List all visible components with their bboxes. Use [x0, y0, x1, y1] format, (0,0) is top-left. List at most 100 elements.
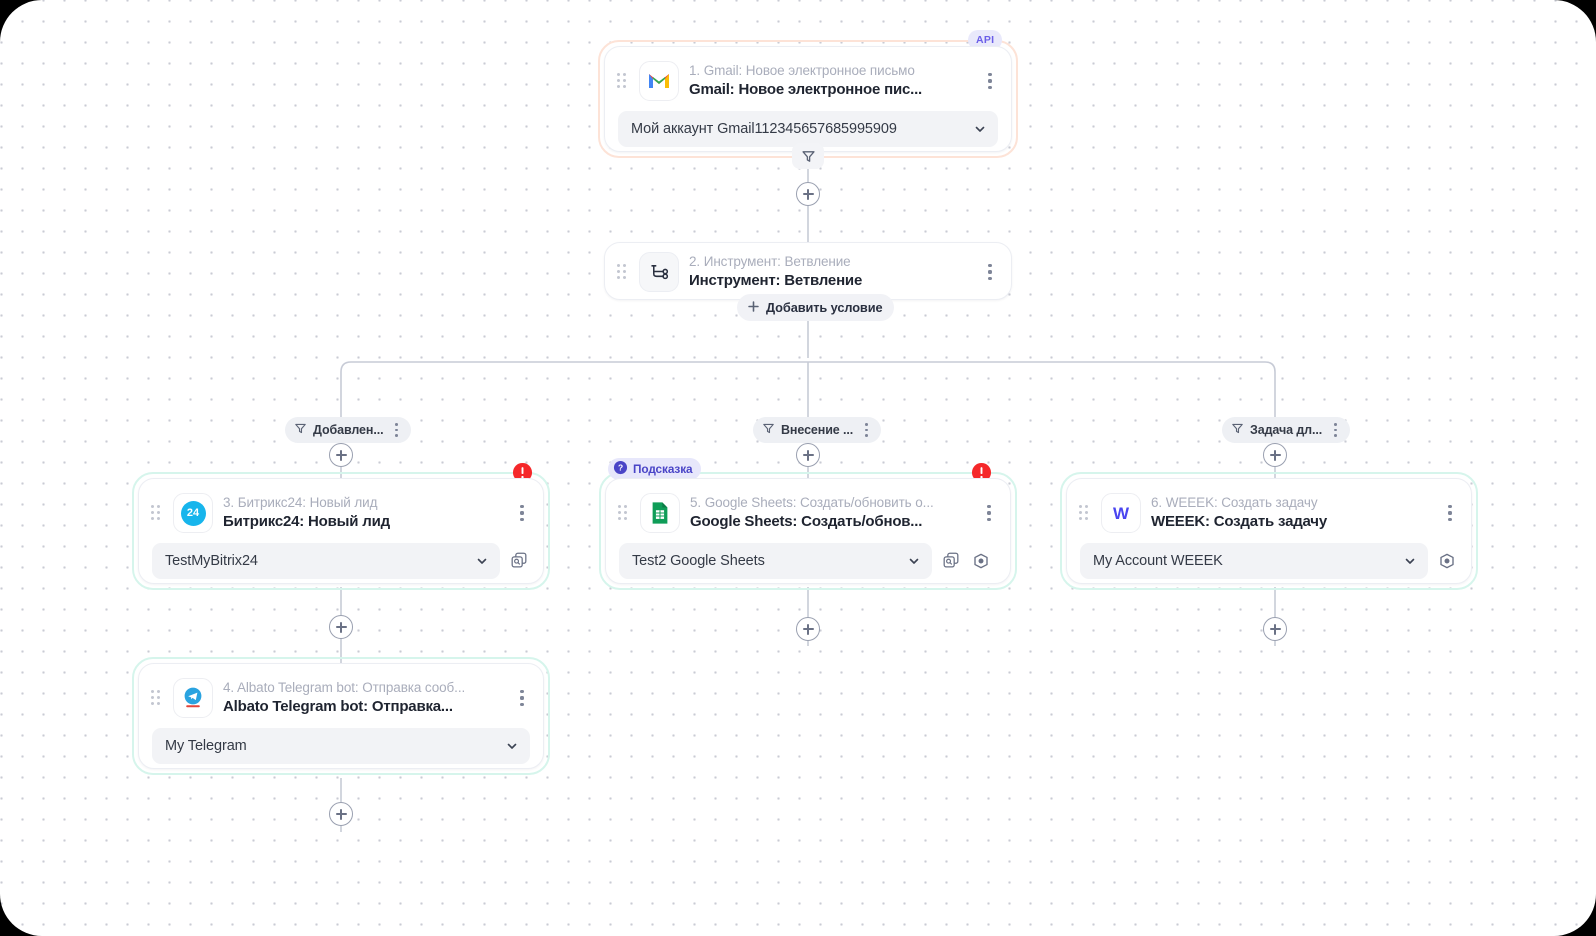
drag-handle-icon[interactable] — [151, 690, 163, 706]
node-menu-icon[interactable] — [511, 686, 533, 710]
svg-text:W: W — [1113, 504, 1130, 523]
branch-chip-right[interactable]: Задача дл... — [1222, 417, 1351, 443]
chevron-down-icon — [505, 739, 519, 753]
branch-menu-icon[interactable] — [1328, 422, 1342, 438]
account-value: My Telegram — [165, 738, 247, 754]
node-footer: My Telegram — [139, 728, 543, 777]
node-titles: 5. Google Sheets: Создать/обновить о... … — [690, 494, 968, 532]
node-header: 5. Google Sheets: Создать/обновить о... … — [606, 479, 1010, 543]
filter-icon — [801, 150, 815, 162]
add-step-button-after-telegram[interactable] — [329, 802, 353, 826]
node-telegram[interactable]: 4. Albato Telegram bot: Отправка сооб...… — [138, 663, 544, 769]
node-google-sheets[interactable]: 5. Google Sheets: Создать/обновить о... … — [605, 478, 1011, 584]
svg-text:?: ? — [618, 463, 623, 473]
chevron-down-icon — [1403, 554, 1417, 568]
drag-handle-icon[interactable] — [617, 264, 629, 280]
drag-handle-icon[interactable] — [617, 73, 629, 89]
node-header: 24 3. Битрикс24: Новый лид Битрикс24: Но… — [139, 479, 543, 543]
drag-handle-icon[interactable] — [151, 505, 163, 521]
account-select-telegram[interactable]: My Telegram — [152, 728, 530, 764]
node-title: Инструмент: Ветвление — [689, 272, 863, 289]
node-titles: 2. Инструмент: Ветвление Инструмент: Вет… — [689, 253, 969, 291]
node-index-title: 6. WEEEK: Создать задачу — [1151, 495, 1318, 510]
branch-menu-icon[interactable] — [389, 422, 403, 438]
drag-handle-icon[interactable] — [618, 505, 630, 521]
target-icon[interactable] — [1436, 550, 1458, 572]
filter-icon — [294, 422, 307, 438]
node-header: 1. Gmail: Новое электронное письмо Gmail… — [605, 47, 1011, 111]
node-titles: 1. Gmail: Новое электронное письмо Gmail… — [689, 62, 969, 100]
copy-search-icon[interactable] — [940, 550, 962, 572]
filter-icon — [762, 422, 775, 438]
node-header: W 6. WEEEK: Создать задачу WEEEK: Создат… — [1067, 479, 1471, 543]
node-index-title: 1. Gmail: Новое электронное письмо — [689, 63, 915, 78]
add-step-button-left-branch[interactable] — [329, 443, 353, 467]
branch-chip-label: Добавлен... — [313, 423, 384, 437]
node-menu-icon[interactable] — [979, 69, 1001, 93]
google-sheets-icon — [640, 493, 680, 533]
add-step-button-center-branch[interactable] — [796, 443, 820, 467]
node-title: Битрикс24: Новый лид — [223, 513, 390, 530]
account-value: TestMyBitrix24 — [165, 553, 258, 569]
branch-chip-center[interactable]: Внесение ... — [753, 417, 882, 443]
node-branch-tool[interactable]: 2. Инструмент: Ветвление Инструмент: Вет… — [604, 242, 1012, 300]
add-step-button-after-weeek[interactable] — [1263, 617, 1287, 641]
branch-menu-icon[interactable] — [859, 422, 873, 438]
add-condition-button[interactable]: Добавить условие — [737, 294, 895, 321]
filter-chip-gmail[interactable] — [792, 143, 824, 169]
node-titles: 3. Битрикс24: Новый лид Битрикс24: Новый… — [223, 494, 501, 532]
add-step-button-after-google-sheets[interactable] — [796, 617, 820, 641]
api-badge: API — [968, 30, 1003, 50]
bitrix24-icon: 24 — [173, 493, 213, 533]
chevron-down-icon — [475, 554, 489, 568]
node-index-title: 2. Инструмент: Ветвление — [689, 254, 851, 269]
account-select-weeek[interactable]: My Account WEEEK — [1080, 543, 1428, 579]
account-select-bitrix24[interactable]: TestMyBitrix24 — [152, 543, 500, 579]
filter-icon — [1231, 422, 1244, 438]
add-step-button-right-branch[interactable] — [1263, 443, 1287, 467]
node-menu-icon[interactable] — [511, 501, 533, 525]
node-titles: 6. WEEEK: Создать задачу WEEEK: Создать … — [1151, 494, 1429, 532]
hint-label: Подсказка — [633, 462, 693, 476]
node-bitrix24[interactable]: 24 3. Битрикс24: Новый лид Битрикс24: Но… — [138, 478, 544, 584]
node-footer: Test2 Google Sheets — [606, 543, 1010, 592]
branch-chip-label: Задача дл... — [1250, 423, 1323, 437]
weeek-icon: W — [1101, 493, 1141, 533]
add-step-button-1[interactable] — [796, 182, 820, 206]
error-badge-bitrix24[interactable] — [512, 462, 533, 483]
node-header: 4. Albato Telegram bot: Отправка сооб...… — [139, 664, 543, 728]
node-gmail[interactable]: 1. Gmail: Новое электронное письмо Gmail… — [604, 46, 1012, 152]
copy-search-icon[interactable] — [508, 550, 530, 572]
node-title: Albato Telegram bot: Отправка... — [223, 698, 453, 715]
node-menu-icon[interactable] — [1439, 501, 1461, 525]
node-header: 2. Инструмент: Ветвление Инструмент: Вет… — [605, 243, 1011, 301]
target-icon[interactable] — [970, 550, 992, 572]
account-value: My Account WEEEK — [1093, 553, 1223, 569]
chevron-down-icon — [907, 554, 921, 568]
account-select-google-sheets[interactable]: Test2 Google Sheets — [619, 543, 932, 579]
add-step-button-after-bitrix24[interactable] — [329, 615, 353, 639]
branch-chip-left[interactable]: Добавлен... — [285, 417, 412, 443]
node-weeek[interactable]: W 6. WEEEK: Создать задачу WEEEK: Создат… — [1066, 478, 1472, 584]
node-menu-icon[interactable] — [978, 501, 1000, 525]
drag-handle-icon[interactable] — [1079, 505, 1091, 521]
hint-badge[interactable]: ? Подсказка — [608, 458, 702, 480]
gmail-icon — [639, 61, 679, 101]
node-title: Gmail: Новое электронное пис... — [689, 81, 923, 98]
node-footer: My Account WEEEK — [1067, 543, 1471, 592]
error-badge-google-sheets[interactable] — [971, 462, 992, 483]
chevron-down-icon — [973, 122, 987, 136]
account-select-gmail[interactable]: Мой аккаунт Gmail112345657685995909 — [618, 111, 998, 147]
telegram-icon — [173, 678, 213, 718]
node-index-title: 4. Albato Telegram bot: Отправка сооб... — [223, 680, 466, 695]
account-value: Test2 Google Sheets — [632, 553, 765, 569]
branch-tool-icon — [639, 252, 679, 292]
node-title: WEEEK: Создать задачу — [1151, 513, 1327, 530]
add-condition-label: Добавить условие — [766, 300, 883, 315]
plus-icon — [747, 300, 760, 316]
node-menu-icon[interactable] — [979, 260, 1001, 284]
node-index-title: 5. Google Sheets: Создать/обновить о... — [690, 495, 934, 510]
question-circle-icon: ? — [613, 460, 628, 478]
node-index-title: 3. Битрикс24: Новый лид — [223, 495, 378, 510]
